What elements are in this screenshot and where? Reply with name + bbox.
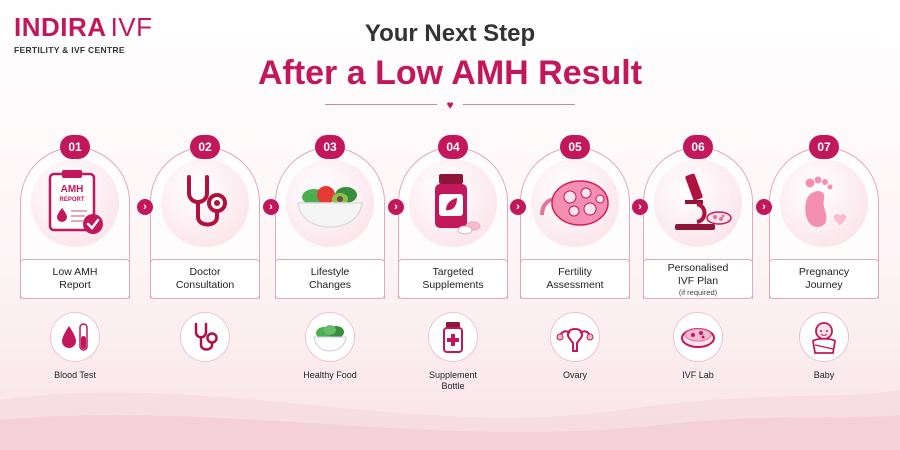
page-header: Your Next Step After a Low AMH Result — [0, 20, 900, 93]
step-icon-circle — [409, 159, 497, 247]
page-subtitle: After a Low AMH Result — [257, 54, 643, 92]
step-number-badge: 06 — [683, 135, 713, 159]
mini-item-ovary: Ovary — [520, 312, 630, 381]
microscope-icon — [675, 173, 732, 230]
step-icon-circle — [654, 159, 742, 247]
leafy-greens-icon — [313, 325, 347, 352]
mini-item-baby: Baby — [769, 312, 879, 381]
logo-ivf-text: IVF — [110, 12, 153, 42]
step-icon-circle — [286, 159, 374, 247]
heart-icon: ♥ — [446, 98, 454, 112]
step-number-badge: 02 — [190, 135, 220, 159]
stethoscope-icon — [194, 322, 218, 351]
blood-test-icon — [62, 323, 88, 351]
logo-tagline: FERTILITY & IVF CENTRE — [14, 45, 125, 55]
step-label: Pregnancy Journey — [798, 266, 850, 291]
mini-label: IVF Lab — [682, 370, 714, 380]
step-card-2: 02 Doctor Consultation — [150, 135, 260, 299]
mini-icon-circle — [673, 312, 723, 362]
mini-item-blood-test: Blood Test — [20, 312, 130, 381]
chevron-right-icon: › — [263, 199, 279, 215]
mini-label: Ovary — [562, 370, 587, 380]
amh-report-icon: AMH REPORT — [48, 170, 103, 234]
step-label-box: Lifestyle Changes — [275, 259, 385, 299]
divider-line-right — [463, 104, 575, 105]
mini-label: Blood Test — [54, 370, 96, 380]
step-card-5: 05 Fertility Assessment — [520, 135, 630, 299]
step-label: Targeted Supplements — [422, 266, 484, 291]
mini-item-ivf-lab: IVF Lab — [643, 312, 753, 381]
step-number-badge: 01 — [60, 135, 90, 159]
step-label: Personalised IVF Plan — [667, 261, 729, 287]
chevron-right-icon: › — [756, 199, 772, 215]
svg-text:AMH: AMH — [61, 184, 84, 195]
mini-icon-circle — [428, 312, 478, 362]
mini-label: Baby — [813, 370, 835, 380]
mini-icon-circle — [550, 312, 600, 362]
mini-icon-circle — [180, 312, 230, 362]
step-card-6: 06 Personalised IVF Plan (if required) — [643, 135, 753, 299]
petri-dish-icon — [681, 328, 715, 348]
step-label: Lifestyle Changes — [308, 266, 352, 291]
title-divider: ♥ — [325, 99, 575, 111]
step-label-box: Targeted Supplements — [398, 259, 508, 299]
step-label-box: Fertility Assessment — [520, 259, 630, 299]
step-label: Fertility Assessment — [546, 266, 604, 291]
step-number-badge: 07 — [809, 135, 839, 159]
logo-main-text: INDIRA — [14, 12, 107, 42]
ovarian-follicle-icon — [540, 180, 609, 226]
step-icon-circle — [161, 159, 249, 247]
chevron-right-icon: › — [137, 199, 153, 215]
step-label-note: (if required) — [678, 287, 718, 297]
step-number-badge: 04 — [438, 135, 468, 159]
step-label-box: Personalised IVF Plan (if required) — [643, 259, 753, 299]
mini-item-doctor — [150, 312, 260, 362]
stethoscope-icon — [187, 175, 227, 227]
chevron-right-icon: › — [388, 199, 404, 215]
step-label-box: Doctor Consultation — [150, 259, 260, 299]
step-card-4: 04 Targeted Supplements — [398, 135, 508, 299]
mini-item-supplement-bottle: Supplement Bottle — [398, 312, 508, 392]
salad-bowl-icon — [297, 186, 363, 228]
chevron-right-icon: › — [510, 199, 526, 215]
svg-text:REPORT: REPORT — [59, 197, 84, 203]
background-wave — [0, 390, 900, 450]
chevron-right-icon: › — [632, 199, 648, 215]
mini-icon-circle — [799, 312, 849, 362]
baby-foot-icon — [805, 176, 846, 227]
pill-bottle-icon — [443, 322, 463, 353]
page-title: Your Next Step — [364, 20, 536, 47]
step-label-box: Low AMH Report — [20, 259, 130, 299]
divider-line-left — [325, 104, 437, 105]
supplement-bottle-icon — [435, 174, 481, 235]
step-number-badge: 05 — [560, 135, 590, 159]
mini-label: Healthy Food — [303, 370, 357, 380]
mini-icon-circle — [305, 312, 355, 362]
step-card-1: 01 AMH REPORT Low AMH Report — [20, 135, 130, 299]
mini-icon-circle — [50, 312, 100, 362]
ovary-icon — [556, 327, 594, 352]
step-label: Low AMH Report — [52, 266, 98, 291]
step-label-box: Pregnancy Journey — [769, 259, 879, 299]
step-card-7: 07 Pregnancy Journey — [769, 135, 879, 299]
baby-icon — [812, 322, 836, 354]
step-card-3: 03 Lifestyle Changes — [275, 135, 385, 299]
step-icon-circle — [531, 159, 619, 247]
mini-label: Supplement Bottle — [428, 370, 478, 391]
step-label: Doctor Consultation — [175, 266, 235, 291]
step-icon-circle: AMH REPORT — [31, 159, 119, 247]
step-icon-circle — [780, 159, 868, 247]
mini-item-healthy-food: Healthy Food — [275, 312, 385, 381]
step-number-badge: 03 — [315, 135, 345, 159]
